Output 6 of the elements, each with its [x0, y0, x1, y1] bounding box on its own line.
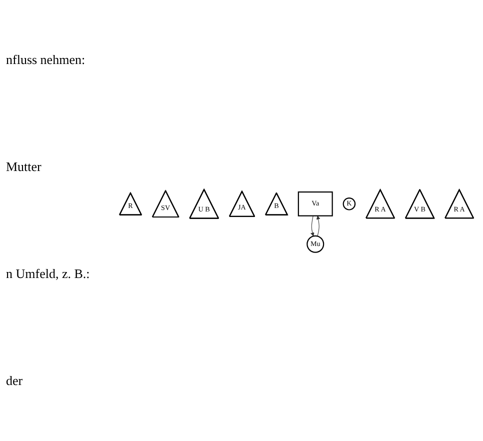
note-text: nfluss nehmen:	[6, 52, 86, 68]
note-text: der	[6, 373, 23, 390]
arrow	[310, 215, 314, 236]
arrow	[316, 215, 320, 236]
note-text: n Umfeld, z. B.:	[6, 266, 90, 282]
note-text: Mutter	[6, 158, 42, 175]
